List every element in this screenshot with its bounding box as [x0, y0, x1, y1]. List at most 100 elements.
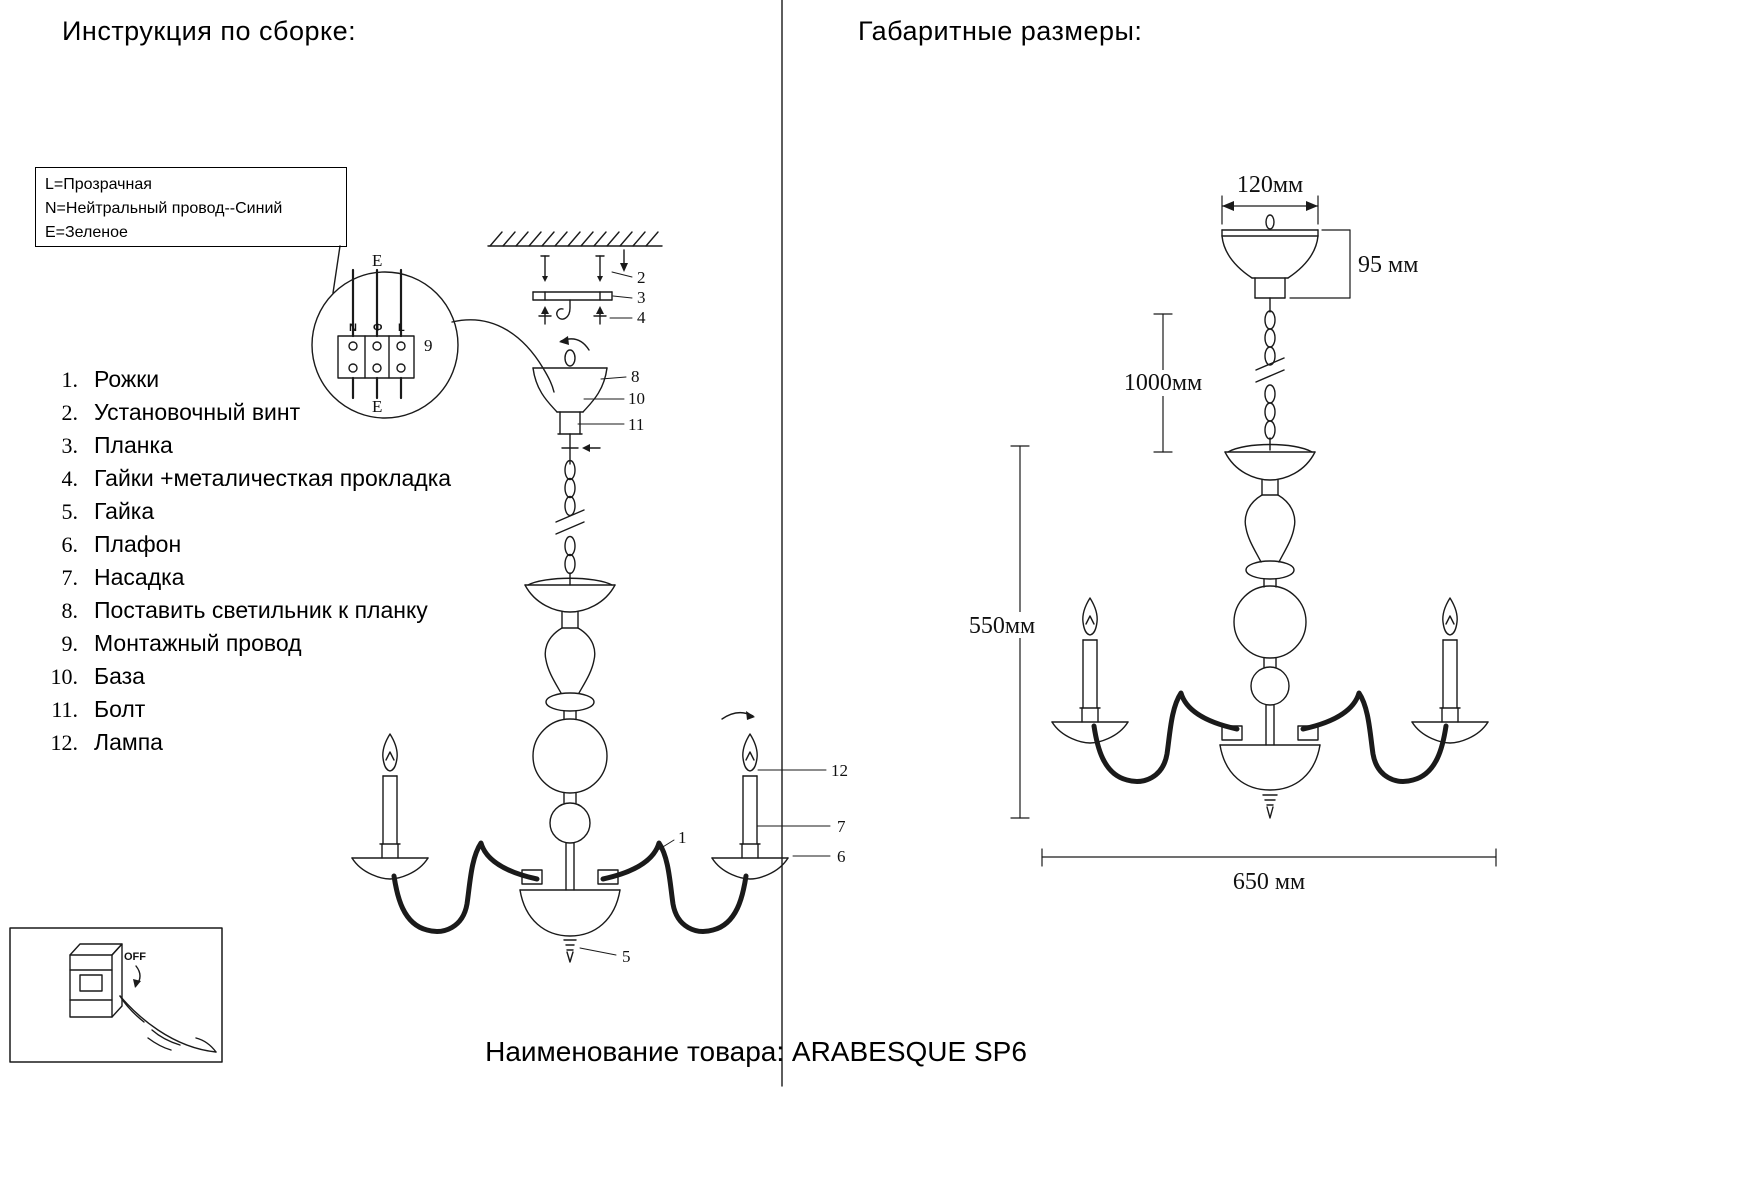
assembly-diagram [9, 231, 831, 1063]
part-label: Насадка [94, 564, 185, 590]
part-number: 12. [50, 730, 79, 755]
parts-list-item: 2. Установочный винт [36, 399, 451, 432]
part-number: 4. [61, 466, 79, 491]
mounting-screws [540, 249, 625, 279]
canopy [532, 338, 608, 435]
part-number: 2. [61, 400, 79, 425]
parts-list-item: 9. Монтажный провод [36, 630, 451, 663]
part-label: Болт [94, 696, 146, 722]
parts-list-item: 12. Лампа [36, 729, 451, 762]
callout-4: 4 [637, 308, 646, 327]
terminal-label-phase: Ф [373, 322, 382, 334]
parts-list-item: 8. Поставить светильник к планку [36, 597, 451, 630]
screw-arrow [597, 276, 603, 282]
screw-arrow [542, 276, 548, 282]
part-label: Гайка [94, 498, 155, 524]
dimension-diagram [956, 195, 1497, 867]
dim-arms [1091, 690, 1449, 784]
part-number: 6. [61, 532, 79, 557]
callout-1: 1 [678, 828, 687, 847]
rotate-arrowhead [559, 336, 569, 345]
assembly-title: Инструкция по сборке: [62, 16, 357, 46]
dim-arrowhead [1306, 201, 1318, 211]
legend-line-l: L=Прозрачная [45, 176, 152, 193]
part-label: База [94, 663, 145, 689]
candle-left [351, 733, 429, 880]
switch-arrowhead [133, 979, 141, 988]
wiring-legend: L=Прозрачная N=Нейтральный провод--Синий… [35, 167, 347, 247]
parts-list-item: 10. База [36, 663, 451, 696]
rotate-arrowhead [746, 711, 755, 720]
callout-7: 7 [837, 817, 846, 836]
dim-95mm: 95 мм [1358, 252, 1418, 278]
callout-2: 2 [637, 268, 646, 287]
part-label: Установочный винт [94, 399, 301, 425]
part-label: Лампа [94, 729, 163, 755]
terminal-label-e-top: E [372, 251, 382, 270]
chandelier-body [521, 577, 619, 891]
part-number: 5. [61, 499, 79, 524]
terminal-detail [311, 245, 555, 419]
chandelier-arms [391, 840, 749, 934]
parts-list-item: 4. Гайки +металичесткая прокладка [36, 465, 452, 498]
part-number: 3. [61, 433, 79, 458]
part-number: 7. [61, 565, 79, 590]
dim-120mm: 120мм [1237, 172, 1303, 198]
bottom-bowl [519, 889, 621, 963]
dim-candle-left [1051, 597, 1129, 744]
legend-line-e: E=Зеленое [45, 224, 128, 241]
dim-650mm: 650 мм [1233, 869, 1305, 895]
callout-6: 6 [837, 847, 846, 866]
callout-3: 3 [637, 288, 646, 307]
switch-off-label: OFF [124, 951, 146, 963]
up-arrow [541, 306, 549, 314]
part-number: 11. [51, 697, 78, 722]
parts-list: 1. Рожки 2. Установочный винт 3. Планка 4. Г… [36, 366, 452, 762]
label-mask [956, 612, 1048, 638]
up-arrow [596, 306, 604, 314]
terminal-label-n: N [349, 322, 357, 334]
switch-off-illustration [9, 927, 223, 1063]
dim-chain [1255, 297, 1285, 451]
dim-arrowhead [1222, 201, 1234, 211]
part-label: Гайки +металичесткая прокладка [94, 465, 452, 491]
candle-right [711, 711, 789, 880]
part-number: 1. [61, 367, 79, 392]
dim-550mm: 550мм [969, 613, 1035, 639]
dim-canopy [1221, 214, 1319, 299]
parts-list-item: 3. Планка [36, 432, 451, 465]
dim-body [1219, 443, 1321, 819]
callout-leaders [577, 271, 831, 956]
bolt [561, 433, 601, 465]
part-number: 10. [50, 664, 79, 689]
dimensions-title: Габаритные размеры: [858, 16, 1143, 46]
product-name: Наименование товара: ARABESQUE SP6 [485, 1036, 1027, 1067]
part-label: Поставить светильник к планку [94, 597, 428, 623]
dim-candle-right [1411, 597, 1489, 744]
chain [555, 459, 585, 586]
dimension-lines [1010, 195, 1497, 867]
nuts-washers [538, 309, 607, 325]
part-label: Плафон [94, 531, 182, 557]
parts-list-item: 5. Гайка [36, 498, 451, 531]
legend-line-n: N=Нейтральный провод--Синий [45, 200, 283, 217]
callout-8: 8 [631, 367, 640, 386]
callout-5: 5 [622, 947, 631, 966]
parts-list-item: 1. Рожки [36, 366, 451, 399]
mounting-bracket [532, 291, 613, 320]
parts-list-item: 6. Плафон [36, 531, 451, 564]
part-number: 8. [61, 598, 79, 623]
part-label: Монтажный провод [94, 630, 302, 656]
part-number: 9. [61, 631, 79, 656]
label-mask [1116, 370, 1210, 396]
ceiling-hatching [489, 231, 659, 247]
part-label: Планка [94, 432, 173, 458]
parts-list-item: 7. Насадка [36, 564, 451, 597]
callout-12: 12 [831, 761, 848, 780]
parts-list-item: 11. Болт [36, 696, 451, 729]
part-label: Рожки [94, 366, 160, 392]
callout-9: 9 [424, 336, 433, 355]
callout-10: 10 [628, 389, 645, 408]
